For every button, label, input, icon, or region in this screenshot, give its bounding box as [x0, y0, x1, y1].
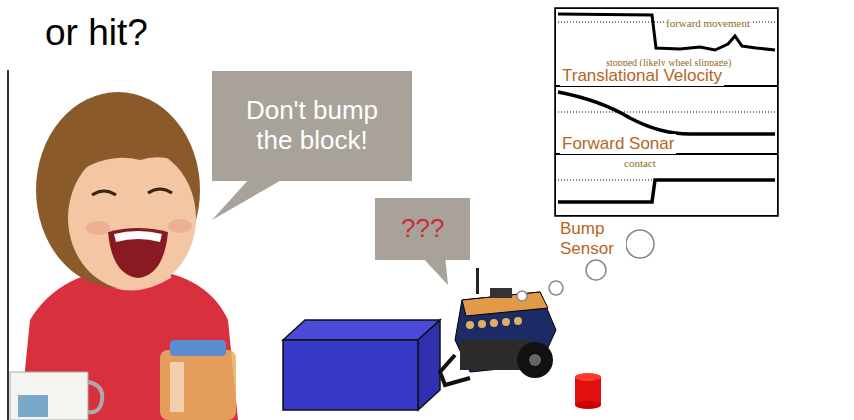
speech-text: Don't bump the block!	[227, 96, 397, 156]
robot-speech-text: ???	[401, 214, 444, 244]
plot-panel: forward movementstopped (likely wheel sl…	[555, 8, 778, 86]
plot-panel: Forward Sonar	[555, 86, 778, 154]
plot-label: Bump Sensor	[558, 219, 626, 258]
plot-label: Translational Velocity	[560, 66, 724, 86]
plot-traces	[558, 14, 775, 202]
block	[283, 320, 440, 410]
slide-title: or hit?	[45, 12, 148, 54]
plot-label: Forward Sonar	[560, 134, 676, 154]
trace-note: contact	[622, 157, 658, 170]
robot	[440, 268, 556, 385]
speech-bubble: Don't bump the block!	[212, 71, 412, 181]
robot-speech-box: ???	[375, 198, 470, 260]
cylinder	[575, 373, 601, 409]
plot-panel: contactBump Sensor	[555, 154, 778, 216]
trace-note: forward movement	[664, 17, 752, 30]
girl-figure	[10, 92, 238, 420]
